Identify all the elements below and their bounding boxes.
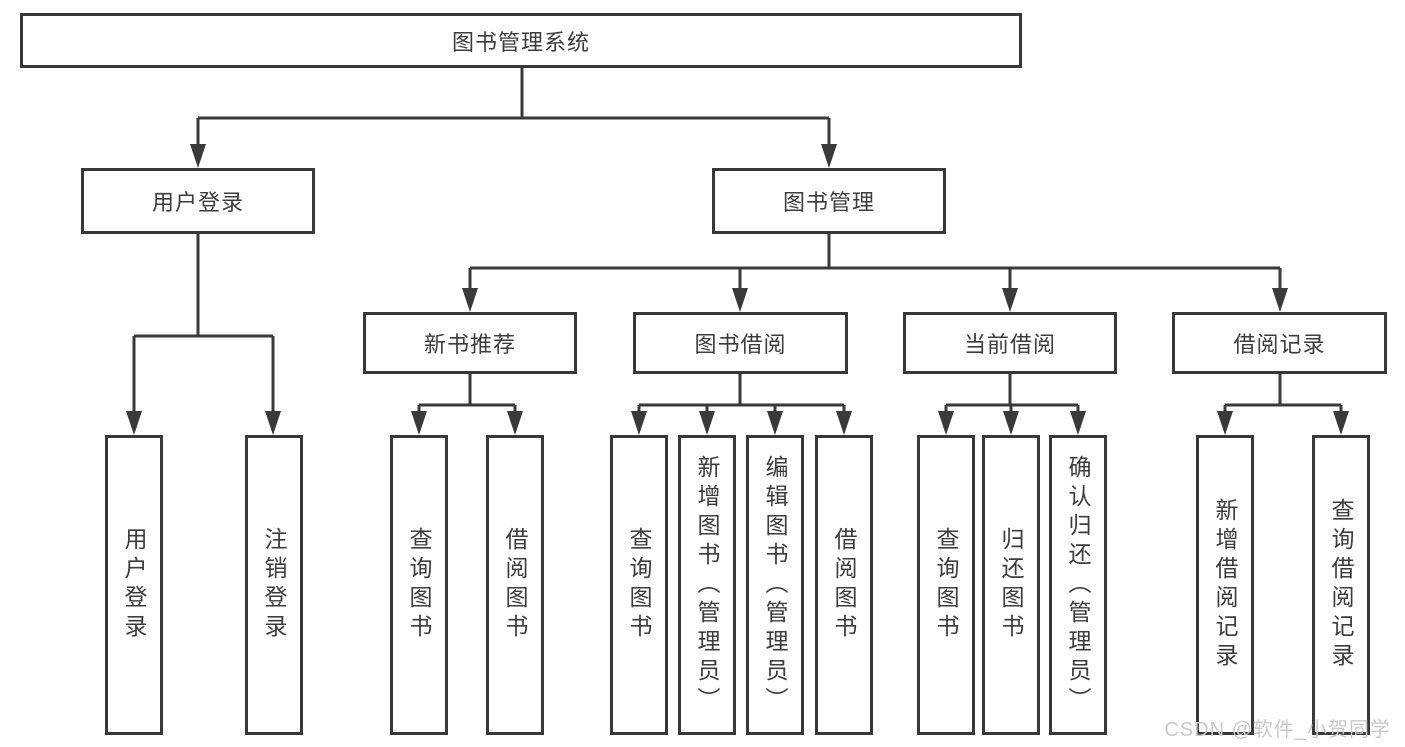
leaf-user-login: 用户登录 <box>105 435 163 735</box>
edge-book-mgmt-children <box>468 234 1282 290</box>
node-book-management: 图书管理 <box>712 168 946 234</box>
leaf-records-add-record: 新增借阅记录 <box>1196 435 1254 735</box>
leaf-borrow-edit-books-admin: 编辑图书（管理员） <box>746 435 804 735</box>
leaf-borrow-borrow-books-label: 借阅图书 <box>831 527 857 643</box>
leaf-borrow-query-books: 查询图书 <box>610 435 668 735</box>
leaf-current-query-books-label: 查询图书 <box>933 527 959 643</box>
node-book-management-label: 图书管理 <box>782 190 875 215</box>
leaf-records-query-record: 查询借阅记录 <box>1312 435 1370 735</box>
edge-root-to-level2 <box>196 68 831 146</box>
arrowheads-new-rec <box>411 411 523 435</box>
leaf-borrow-query-books-label: 查询图书 <box>626 527 652 643</box>
leaf-logout: 注销登录 <box>245 435 303 735</box>
edge-borrow-records-children <box>1223 374 1343 413</box>
leaf-newrec-query-books-label: 查询图书 <box>406 527 432 643</box>
node-borrow-records: 借阅记录 <box>1172 312 1387 374</box>
node-book-borrow: 图书借阅 <box>633 312 848 374</box>
arrowheads-level2 <box>190 144 837 168</box>
leaf-current-return-books: 归还图书 <box>982 435 1040 735</box>
edge-user-login-children <box>132 234 275 413</box>
node-root-system-label: 图书管理系统 <box>451 29 590 55</box>
arrowheads-level3 <box>462 288 1288 312</box>
node-borrow-records-label: 借阅记录 <box>1233 332 1326 357</box>
node-current-borrow: 当前借阅 <box>903 312 1117 374</box>
leaf-current-return-books-label: 归还图书 <box>998 527 1024 643</box>
leaf-user-login-label: 用户登录 <box>121 527 147 643</box>
node-new-book-recommend: 新书推荐 <box>363 312 577 374</box>
node-root-system: 图书管理系统 <box>20 13 1022 68</box>
leaf-records-query-record-label: 查询借阅记录 <box>1328 498 1354 672</box>
arrowheads-book-borrow <box>631 411 852 435</box>
node-new-book-recommend-label: 新书推荐 <box>423 332 516 357</box>
leaf-borrow-add-books-admin: 新增图书（管理员） <box>678 435 736 735</box>
node-user-login-label: 用户登录 <box>151 190 244 215</box>
leaf-records-add-record-label: 新增借阅记录 <box>1212 498 1238 672</box>
leaf-newrec-borrow-books: 借阅图书 <box>486 435 544 735</box>
node-user-login: 用户登录 <box>81 168 315 234</box>
edge-book-borrow-children <box>637 374 846 413</box>
leaf-current-confirm-return-admin: 确认归还（管理员） <box>1049 435 1107 735</box>
leaf-newrec-query-books: 查询图书 <box>390 435 448 735</box>
arrowheads-user-login <box>126 411 281 435</box>
edge-new-rec-children <box>417 374 517 413</box>
leaf-current-confirm-return-admin-label: 确认归还（管理员） <box>1065 454 1091 716</box>
node-current-borrow-label: 当前借阅 <box>963 332 1056 357</box>
edge-current-borrow-children <box>944 374 1080 413</box>
leaf-borrow-edit-books-admin-label: 编辑图书（管理员） <box>762 454 788 716</box>
node-book-borrow-label: 图书借阅 <box>694 332 787 357</box>
csdn-watermark: CSDN @软件_小贺同学 <box>1164 719 1391 741</box>
arrowheads-borrow-records <box>1217 411 1349 435</box>
leaf-logout-label: 注销登录 <box>261 527 287 643</box>
arrowheads-current-borrow <box>938 411 1086 435</box>
leaf-current-query-books: 查询图书 <box>917 435 975 735</box>
leaf-borrow-add-books-admin-label: 新增图书（管理员） <box>694 454 720 716</box>
leaf-borrow-borrow-books: 借阅图书 <box>815 435 873 735</box>
leaf-newrec-borrow-books-label: 借阅图书 <box>502 527 528 643</box>
